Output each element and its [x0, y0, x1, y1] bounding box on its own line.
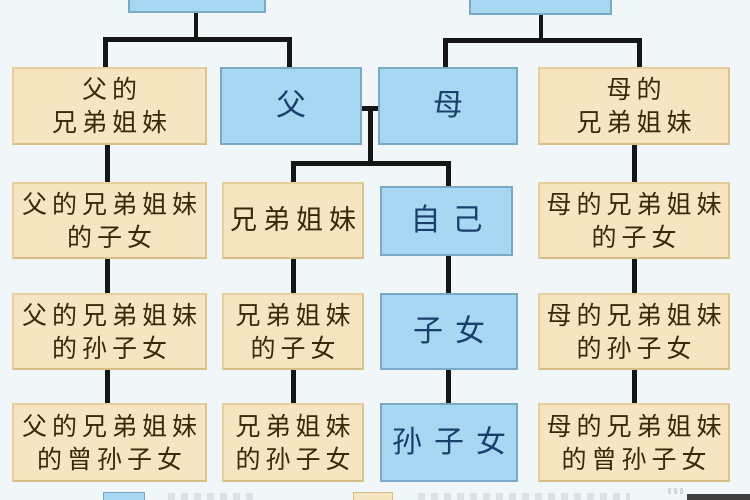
- connector-maternal-stem: [539, 15, 543, 40]
- connector-to-father-siblings: [103, 37, 108, 68]
- connector-to-mother: [443, 38, 448, 68]
- node-children: 子女: [380, 293, 518, 370]
- legend-orange-swatch: [353, 492, 393, 500]
- node-siblings-grandchildren: 兄弟姐妹 的孙子女: [222, 403, 364, 482]
- connector-col3-r3-r4: [446, 370, 451, 403]
- node-father-siblings-grandchildren: 父的兄弟姐妹 的孙子女: [12, 293, 207, 370]
- node-mother-siblings-greatgrandchildren: 母的兄弟姐妹 的曾孙子女: [538, 403, 730, 482]
- connector-to-mother-siblings: [637, 38, 642, 68]
- node-mother-siblings-grandchildren: 母的兄弟姐妹 的孙子女: [538, 293, 730, 370]
- connector-col1-r3-r4: [105, 370, 110, 403]
- node-father-siblings-children: 父的兄弟姐妹 的子女: [12, 182, 207, 259]
- connector-couple-stem: [368, 108, 373, 165]
- watermark-smudge: [668, 488, 684, 494]
- connector-col2-r3-r4: [291, 370, 296, 403]
- node-grandchildren: 孙子女: [380, 403, 518, 482]
- node-self: 自己: [380, 186, 513, 256]
- connector-maternal-branch: [443, 38, 642, 43]
- node-siblings: 兄弟姐妹: [222, 182, 364, 259]
- connector-col4-r3-r4: [632, 370, 637, 403]
- footer-dark-bar: [687, 494, 750, 500]
- node-father-siblings: 父的 兄弟姐妹: [12, 67, 207, 145]
- connector-col2-r2-r3: [291, 259, 296, 293]
- connector-to-siblings: [291, 161, 296, 182]
- connector-to-father: [287, 37, 292, 68]
- legend-blue-swatch: [103, 492, 145, 500]
- connector-to-self: [446, 161, 451, 186]
- connector-col1-r1-r2: [105, 145, 110, 182]
- node-mother-siblings-children: 母的兄弟姐妹 的子女: [538, 182, 730, 259]
- legend-blue-label: [168, 493, 256, 500]
- connector-col3-r2-r3: [446, 256, 451, 293]
- legend-orange-label: [418, 493, 630, 500]
- connector-col1-r2-r3: [105, 259, 110, 293]
- node-father: 父: [220, 67, 362, 145]
- connector-col4-r1-r2: [632, 145, 637, 182]
- connector-paternal-branch: [103, 37, 292, 42]
- node-siblings-children: 兄弟姐妹 的子女: [222, 293, 364, 370]
- node-paternal-grandparents: [128, 0, 266, 13]
- connector-children-branch: [291, 161, 451, 166]
- connector-col4-r2-r3: [632, 259, 637, 293]
- node-maternal-grandparents: [469, 0, 612, 15]
- node-father-siblings-greatgrandchildren: 父的兄弟姐妹 的曾孙子女: [12, 403, 207, 482]
- node-mother-siblings: 母的 兄弟姐妹: [538, 67, 730, 145]
- connector-paternal-stem: [194, 13, 198, 39]
- node-mother: 母: [378, 67, 518, 145]
